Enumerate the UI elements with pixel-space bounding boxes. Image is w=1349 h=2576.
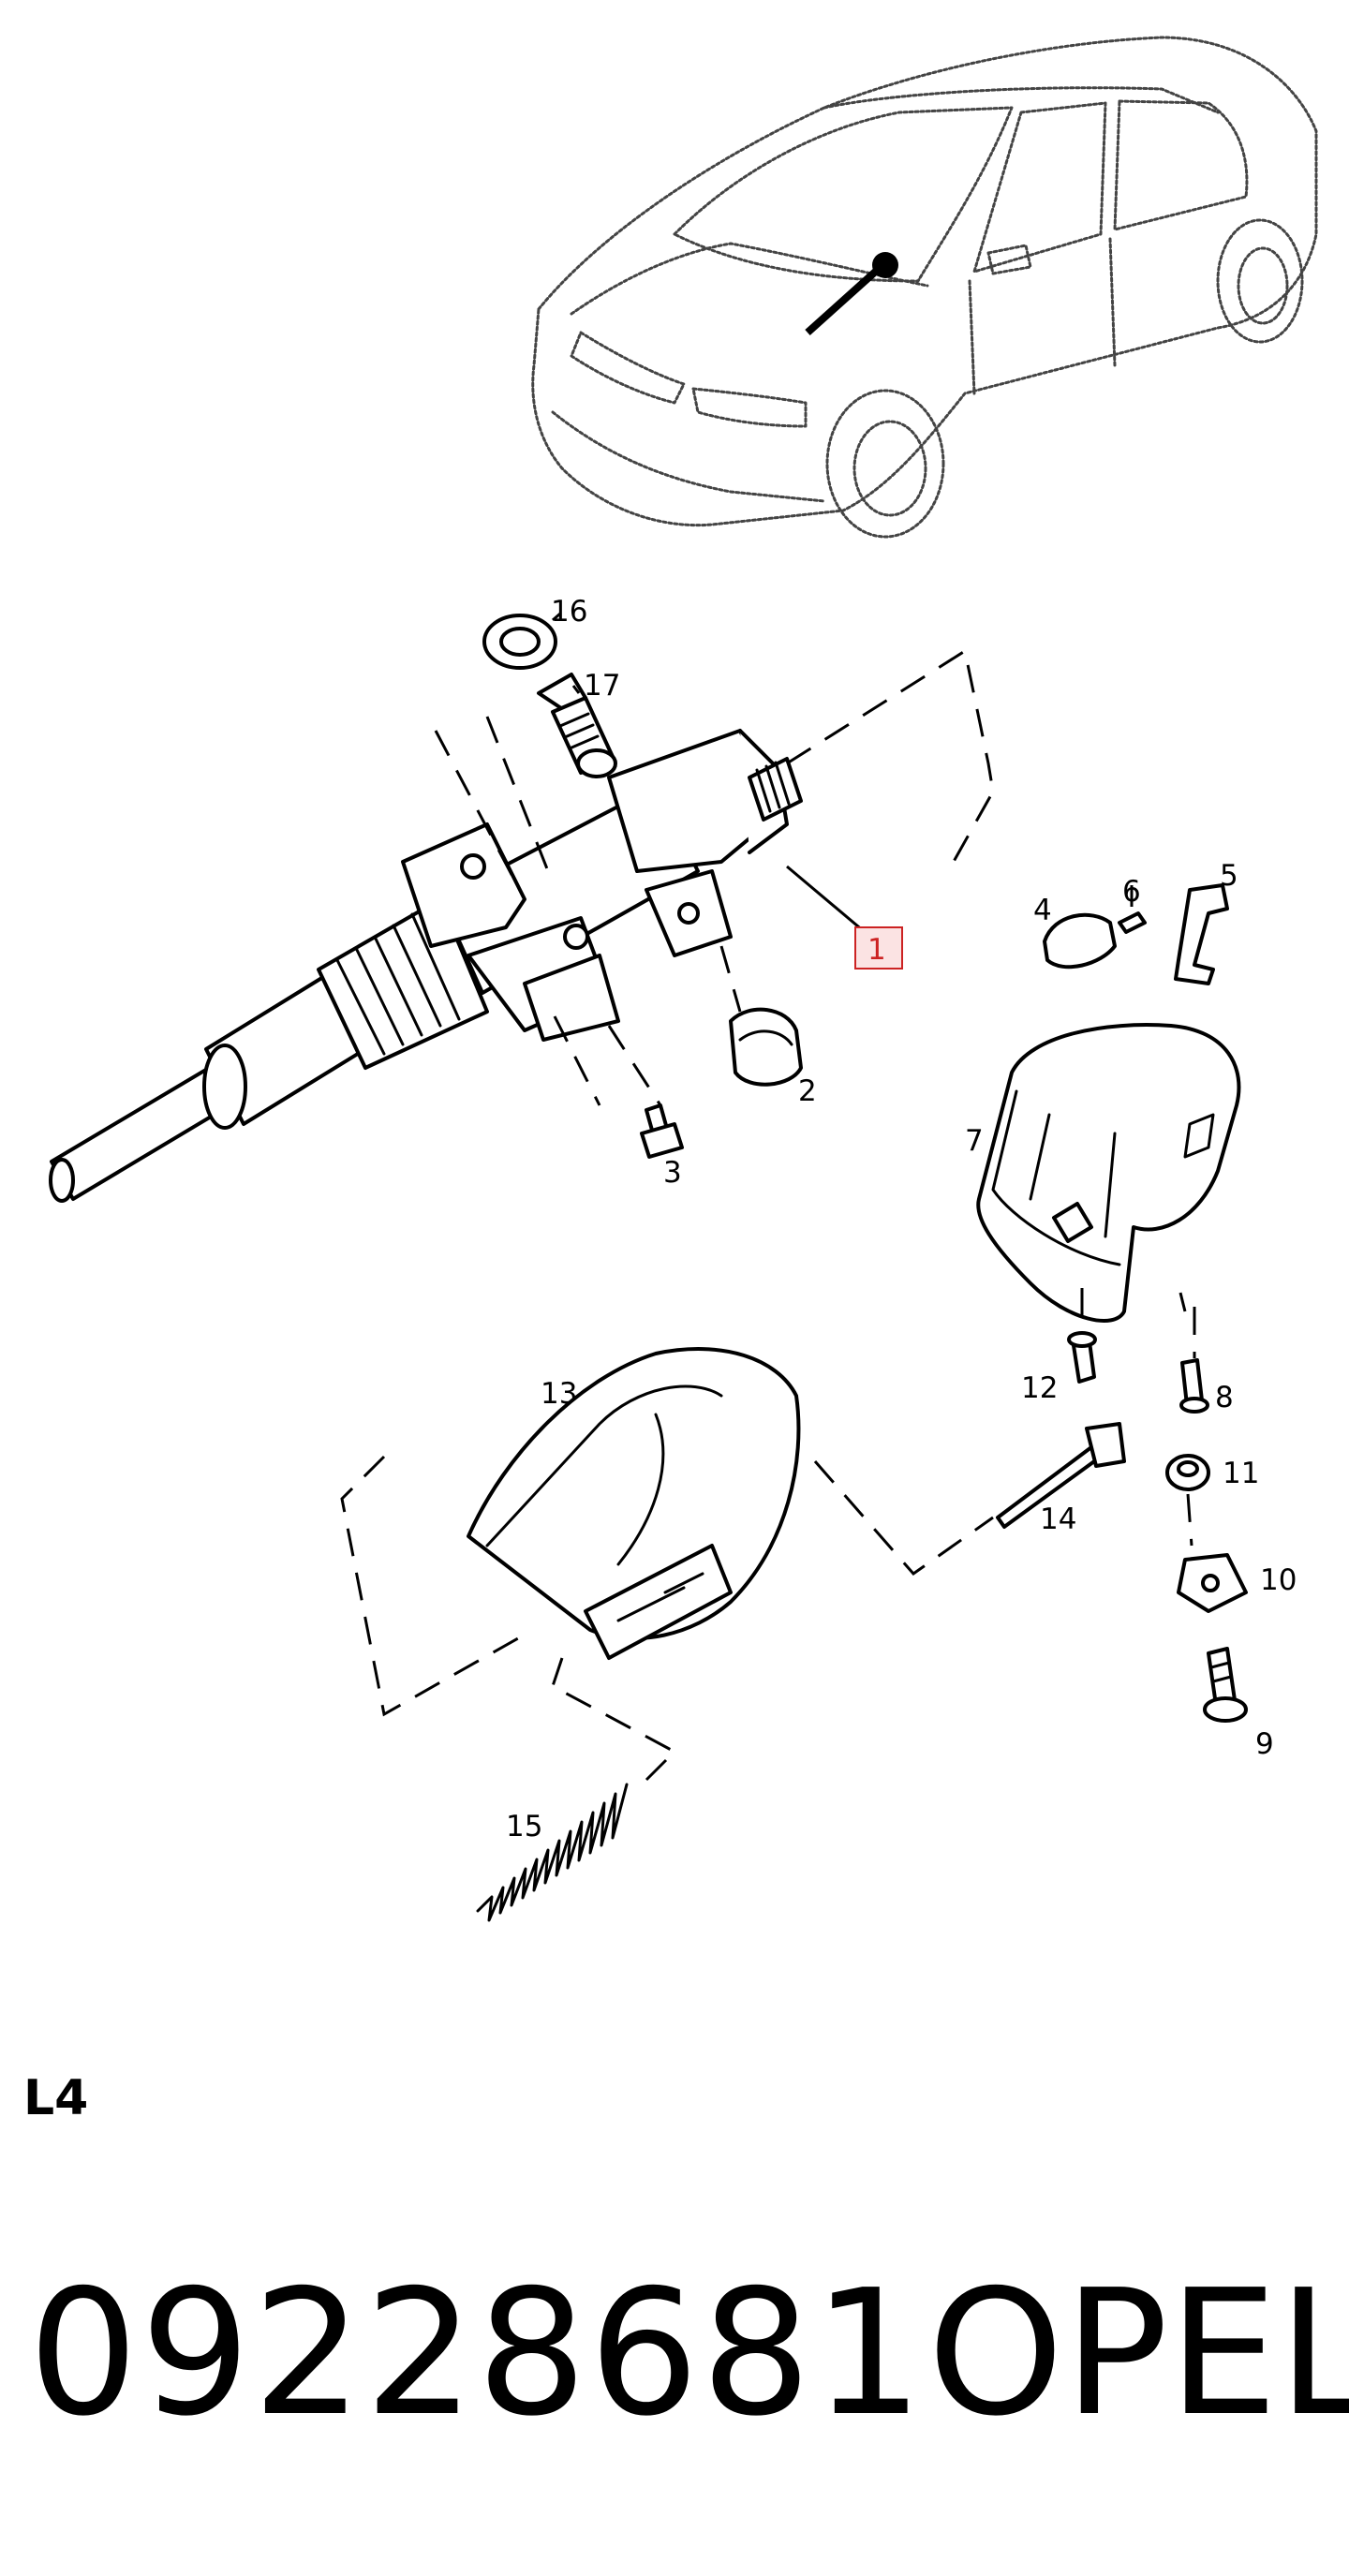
callout-6[interactable]: 6	[1122, 875, 1141, 909]
callout-13[interactable]: 13	[541, 1377, 577, 1411]
part-13-lower-shroud	[467, 1347, 801, 1660]
callout-8[interactable]: 8	[1215, 1381, 1234, 1414]
car-illustration	[531, 36, 1318, 539]
callouts: 1 2 3 4 5 6 7 8 9 10 11 12 13 14 15 16 1…	[506, 595, 1297, 1843]
callout-9[interactable]: 9	[1255, 1727, 1274, 1761]
part-11-grommet	[1165, 1454, 1210, 1491]
part-12-screw	[1067, 1331, 1097, 1384]
callout-17[interactable]: 17	[584, 669, 620, 703]
part-3-bolt	[640, 1103, 684, 1159]
part-8-screw	[1179, 1358, 1209, 1414]
callout-3[interactable]: 3	[663, 1156, 682, 1190]
part-14-pin	[996, 1422, 1126, 1529]
part-9-bolt	[1203, 1647, 1248, 1723]
part-15-spring	[476, 1783, 629, 1922]
callout-2[interactable]: 2	[798, 1074, 817, 1108]
callout-11[interactable]: 11	[1223, 1457, 1259, 1490]
phantom-lines	[340, 648, 1196, 1782]
steering-column-assembly	[49, 729, 803, 1203]
part-7-upper-shroud	[976, 1023, 1241, 1323]
part-5-bracket	[1174, 883, 1229, 985]
brand-name: OPEL	[927, 2252, 1349, 2454]
callout-14[interactable]: 14	[1040, 1503, 1076, 1536]
callout-10[interactable]: 10	[1260, 1563, 1297, 1597]
part-6-screw	[1118, 911, 1147, 934]
part-17-lock-cylinder	[537, 673, 617, 778]
callout-12[interactable]: 12	[1021, 1371, 1058, 1405]
part-2-switch	[729, 1007, 803, 1087]
callout-1-highlight	[854, 926, 903, 970]
part-16-ring	[482, 614, 557, 670]
callout-4[interactable]: 4	[1033, 894, 1052, 927]
part-4-clip	[1043, 912, 1117, 970]
callout-15[interactable]: 15	[506, 1810, 542, 1843]
part-number: 09228681	[28, 2252, 926, 2454]
callout-7[interactable]: 7	[965, 1124, 984, 1158]
exploded-parts-diagram: 1 2 3 4 5 6 7 8 9 10 11 12 13 14 15 16 1…	[49, 36, 1318, 1922]
callout-16[interactable]: 16	[551, 595, 587, 629]
part-10-clip-nut	[1177, 1553, 1248, 1613]
callout-1[interactable]: 1	[867, 933, 886, 967]
section-code: L4	[23, 2070, 89, 2126]
callout-5[interactable]: 5	[1220, 859, 1238, 893]
